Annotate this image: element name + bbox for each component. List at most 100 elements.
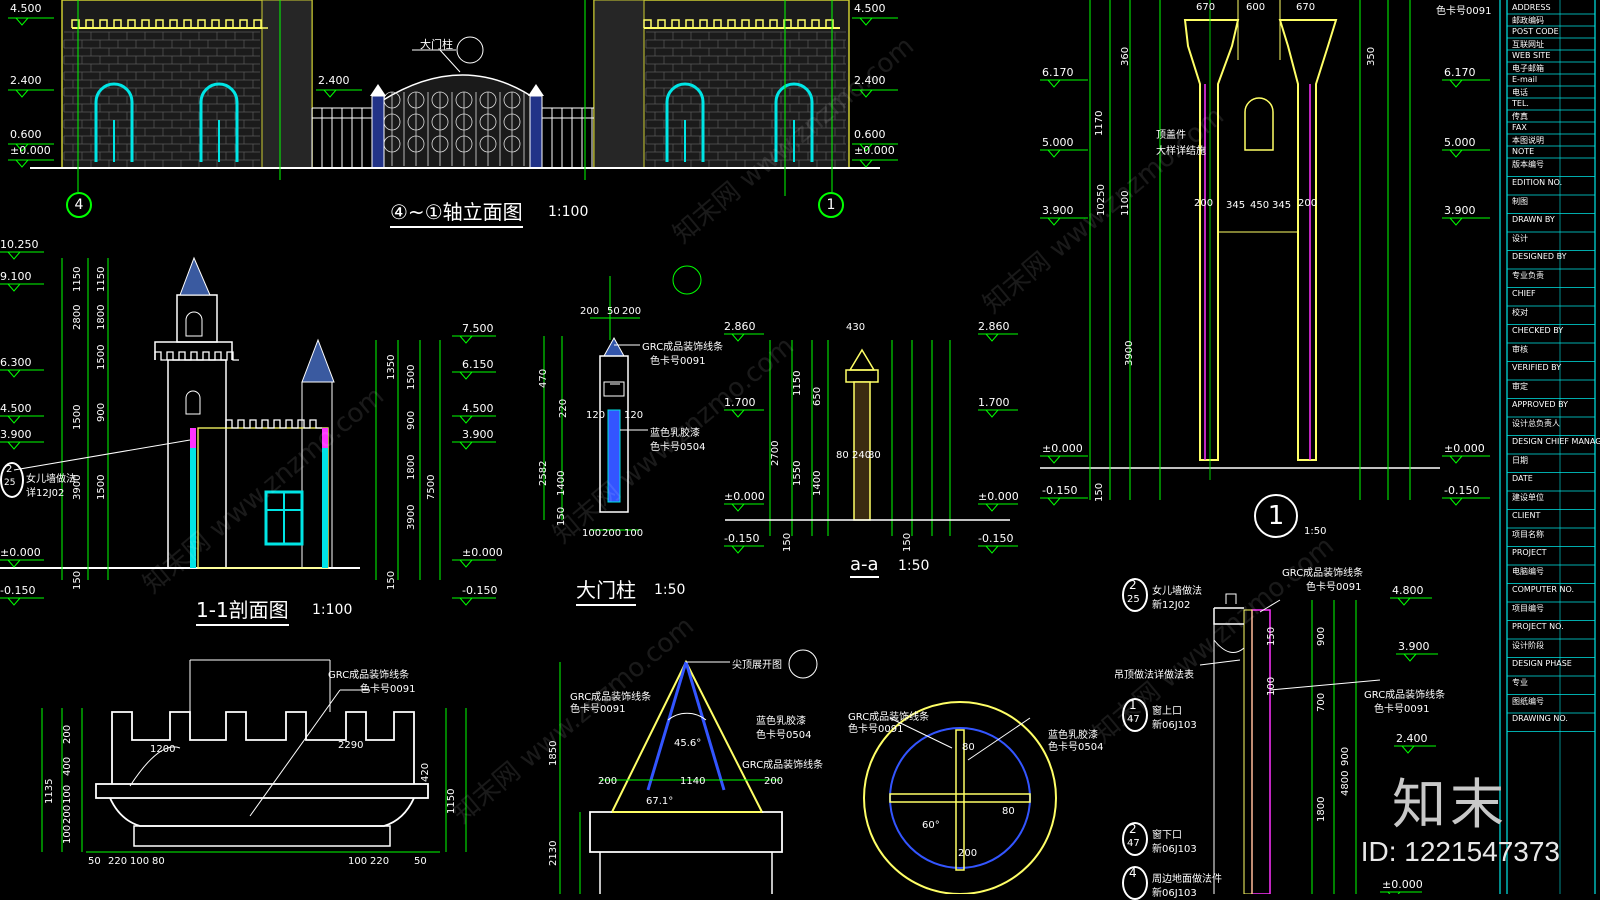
section-dim-9: 150 — [72, 570, 83, 590]
aa-dim-8: 80 — [868, 450, 881, 461]
title-block-item-14: EDITION NO. — [1512, 177, 1563, 187]
cap-dim-7: 1135 — [44, 778, 55, 804]
elevation-level-3: ±0.000 — [10, 144, 51, 157]
cap-dim-0: 1200 — [150, 744, 176, 755]
detail1-dim-5: 200 — [1194, 198, 1214, 209]
cone-note-2: 色卡号0091 — [570, 704, 626, 715]
elevation-level-7: 0.600 — [854, 128, 886, 141]
detail1-note-1: 大样详结施 — [1156, 146, 1206, 157]
title-block-item-6: E-mail — [1512, 75, 1538, 84]
section-dim-12: 900 — [406, 410, 417, 430]
cone-detail-drawing — [559, 649, 818, 894]
post-dim-1: 50 — [607, 306, 620, 317]
title-block-item-22: CHECKED BY — [1512, 325, 1564, 335]
wall-note-den-2: 47 — [1127, 838, 1140, 849]
title-block — [1499, 0, 1596, 894]
round-detail-drawing — [863, 701, 1057, 894]
cone-dim-6: 2130 — [548, 840, 559, 866]
aa-level-2: ±0.000 — [724, 490, 765, 503]
wall-note-ref-3: 新06J103 — [1152, 888, 1197, 899]
elevation-scale: 1:100 — [548, 204, 589, 220]
detail1-level-5: 6.170 — [1444, 66, 1476, 79]
detail1-dim-12: 3900 — [1124, 340, 1135, 366]
title-block-item-26: APPROVED BY — [1512, 399, 1569, 409]
section-level-left-2: 6.300 — [0, 356, 32, 369]
detail-1-drawing — [1040, 0, 1490, 506]
wall-note-text-1: 窗上口 — [1152, 706, 1182, 717]
cap-dim-6: 100 — [62, 824, 73, 844]
section-title: 1-1剖面图 — [196, 594, 289, 626]
title-block-item-38: PROJECT NO. — [1512, 621, 1564, 631]
detail1-dim-0: 670 — [1196, 2, 1216, 13]
title-block-item-28: DESIGN CHIEF MANAGER — [1512, 436, 1600, 446]
detail1-dim-7: 450 — [1250, 200, 1270, 211]
elevation-level-6: 2.400 — [854, 74, 886, 87]
aa-level-7: -0.150 — [978, 532, 1014, 545]
title-block-item-9: 传真 — [1512, 112, 1528, 121]
elevation-level-4: 2.400 — [318, 74, 350, 87]
cap-note-0: GRC成品装饰线条 — [328, 670, 410, 681]
cap-note-1: 色卡号0091 — [360, 684, 416, 695]
detail1-level-1: 5.000 — [1042, 136, 1074, 149]
cap-dim-1: 2290 — [338, 740, 364, 751]
wall-note-text-3: 周边地面做法件 — [1152, 874, 1222, 885]
title-block-item-43: DRAWING NO. — [1512, 714, 1568, 723]
post-dim-3: 470 — [538, 368, 549, 388]
title-block-item-1: 邮政编码 — [1512, 16, 1544, 25]
detail1-level-4: -0.150 — [1042, 484, 1078, 497]
aa-level-5: 1.700 — [978, 396, 1010, 409]
elevation-level-1: 2.400 — [10, 74, 42, 87]
post-dim-10: 100 — [582, 528, 602, 539]
title-block-item-30: DATE — [1512, 473, 1533, 483]
wall-level-3: ±0.000 — [1382, 878, 1423, 891]
section-dim-3: 1800 — [96, 304, 107, 330]
post-dim-4: 220 — [558, 398, 569, 418]
title-block-item-23: 审核 — [1512, 345, 1528, 354]
cone-dim-4: 67.1° — [646, 796, 674, 807]
detail1-level-6: 5.000 — [1444, 136, 1476, 149]
cap-dim-10: 50 — [88, 856, 101, 867]
title-block-item-41: 专业 — [1512, 678, 1528, 687]
section-level-left-6: -0.150 — [0, 584, 36, 597]
section-dim-16: 7500 — [426, 474, 437, 500]
wall-note-ref-1: 新06J103 — [1152, 720, 1197, 731]
wall-extra-4: 色卡号0091 — [1374, 704, 1430, 715]
cone-dim-1: 200 — [598, 776, 618, 787]
title-block-item-32: CLIENT — [1512, 510, 1541, 520]
cap-dim-13: 80 — [152, 856, 165, 867]
title-block-item-5: 电子邮箱 — [1512, 64, 1544, 73]
title-block-item-24: VERIFIED BY — [1512, 362, 1562, 372]
wall-dim-2: 100 — [1266, 676, 1277, 696]
wall-dim-4: 900 — [1340, 746, 1351, 766]
section-dim-6: 1500 — [72, 404, 83, 430]
cone-note-4: 色卡号0504 — [756, 730, 812, 741]
detail1-level-2: 3.900 — [1042, 204, 1074, 217]
section-drawing — [0, 251, 496, 606]
aa-dim-9: 150 — [782, 532, 793, 552]
post-dim-8: 120 — [624, 410, 644, 421]
title-block-item-36: COMPUTER NO. — [1512, 584, 1575, 594]
title-block-item-15: 制图 — [1512, 197, 1528, 206]
wall-level-2: 2.400 — [1396, 732, 1428, 745]
title-block-item-17: 设计 — [1512, 234, 1528, 243]
post-dim-2: 200 — [622, 306, 642, 317]
wall-note-den-0: 25 — [1127, 594, 1140, 605]
wall-note-num-3: 4 — [1129, 866, 1137, 880]
section-dim-14: 3900 — [406, 504, 417, 530]
parapet-note-den: 25 — [4, 478, 16, 488]
aa-level-3: -0.150 — [724, 532, 760, 545]
image-id: ID: 1221547373 — [1360, 836, 1560, 867]
aa-dim-10: 150 — [902, 532, 913, 552]
section-dim-10: 1350 — [386, 354, 397, 380]
cap-dim-8: 420 — [420, 762, 431, 782]
post-dim-7: 1400 — [556, 470, 567, 496]
cone-dim-0: 45.6° — [674, 738, 702, 749]
title-block-item-2: POST CODE — [1512, 27, 1559, 36]
wall-note-num-0: 2 — [1129, 578, 1137, 592]
section-level-left-1: 9.100 — [0, 270, 32, 283]
aa-level-1: 1.700 — [724, 396, 756, 409]
section-level-left-4: 3.900 — [0, 428, 32, 441]
parapet-note-num: 2 — [6, 464, 13, 475]
wall-extra-0: GRC成品装饰线条 — [1282, 568, 1364, 579]
detail1-dim-1: 600 — [1246, 2, 1266, 13]
